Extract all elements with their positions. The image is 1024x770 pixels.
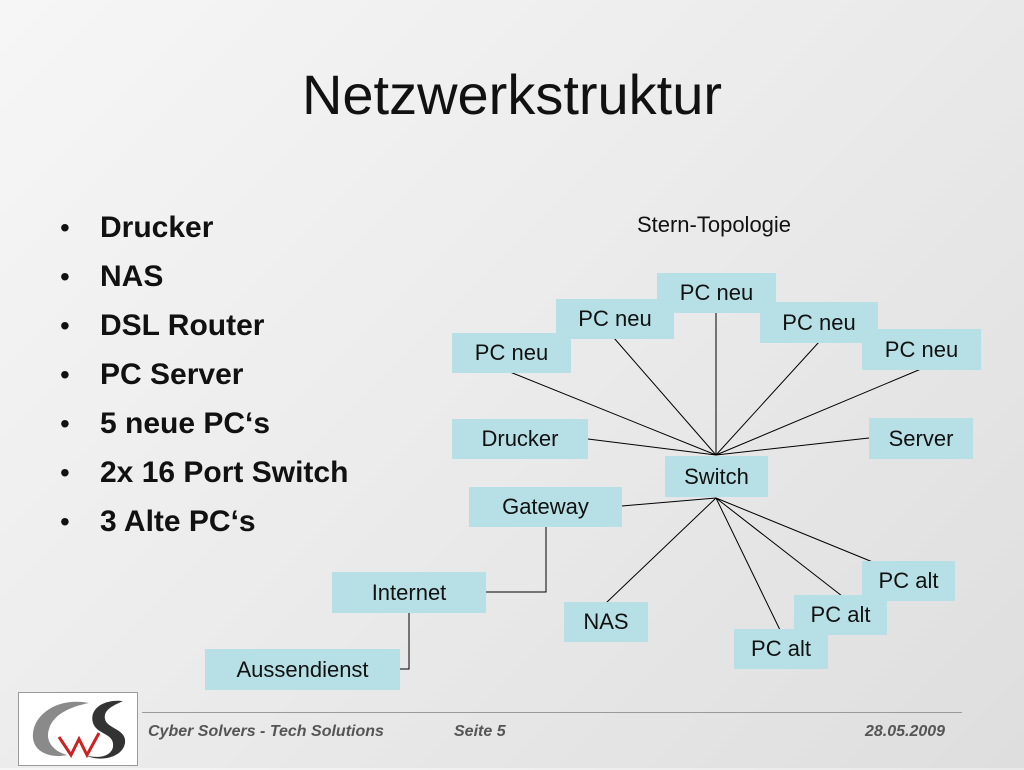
bullet-dot-icon: • — [60, 457, 70, 488]
link-switch-pc-neu-5 — [715, 368, 922, 456]
link-switch-nas — [605, 497, 717, 604]
bullet-text: NAS — [100, 260, 164, 293]
node-nas: NAS — [564, 602, 648, 642]
node-pc-alt-2: PC alt — [794, 595, 887, 635]
link-switch-pc-alt-1 — [715, 497, 781, 631]
slide-title: Netzwerkstruktur — [301, 63, 723, 126]
bullet-dot-icon: • — [60, 212, 70, 243]
bullet-item: • PC Server — [56, 355, 348, 404]
link-switch-drucker — [587, 438, 717, 456]
bullet-dot-icon: • — [60, 310, 70, 341]
node-pc-neu-3: PC neu — [657, 273, 776, 313]
bullet-item: • NAS — [56, 257, 348, 306]
link-internet-aussendienst — [400, 612, 410, 670]
bullet-item: • DSL Router — [56, 306, 348, 355]
company-logo — [18, 692, 138, 766]
bullet-text: Drucker — [100, 211, 214, 244]
footer-page-number: Seite 5 — [454, 723, 506, 740]
bullet-text: 5 neue PC‘s — [100, 407, 271, 440]
bullet-dot-icon: • — [60, 408, 70, 439]
node-server: Server — [869, 418, 973, 459]
bullet-text: DSL Router — [100, 309, 265, 342]
link-gateway-internet — [486, 527, 547, 593]
node-pc-neu-1: PC neu — [452, 333, 571, 373]
node-pc-alt-1: PC alt — [734, 629, 828, 669]
bullet-item: • 3 Alte PC‘s — [56, 502, 348, 551]
link-switch-pc-neu-1 — [509, 371, 717, 456]
bullet-item: • 5 neue PC‘s — [56, 404, 348, 453]
bullet-item: • 2x 16 Port Switch — [56, 453, 348, 502]
link-switch-pc-neu-2 — [613, 337, 717, 456]
link-switch-pc-alt-3 — [715, 497, 881, 566]
node-gateway: Gateway — [469, 487, 622, 527]
node-switch: Switch — [665, 456, 768, 497]
link-switch-server — [715, 437, 870, 456]
link-switch-pc-alt-2 — [715, 497, 843, 597]
footer-date: 28.05.2009 — [865, 723, 946, 740]
node-pc-neu-5: PC neu — [862, 329, 981, 370]
node-pc-neu-2: PC neu — [556, 299, 674, 339]
bullet-text: 3 Alte PC‘s — [100, 505, 256, 538]
bullet-dot-icon: • — [60, 506, 70, 537]
bullet-list: • Drucker • NAS • DSL Router • PC Server • 5 … — [56, 208, 348, 551]
node-internet: Internet — [332, 572, 486, 613]
node-aussendienst: Aussendienst — [205, 649, 400, 690]
node-pc-alt-3: PC alt — [862, 561, 955, 601]
link-switch-gateway — [621, 497, 717, 507]
bullet-dot-icon: • — [60, 261, 70, 292]
bullet-dot-icon: • — [60, 359, 70, 390]
diagram-title: Stern-Topologie — [636, 212, 792, 237]
bullet-text: PC Server — [100, 358, 244, 391]
footer-company: Cyber Solvers - Tech Solutions — [148, 723, 384, 740]
node-drucker: Drucker — [452, 419, 588, 459]
node-pc-neu-4: PC neu — [760, 302, 878, 343]
footer-divider — [142, 712, 962, 713]
bullet-text: 2x 16 Port Switch — [100, 456, 349, 489]
bullet-item: • Drucker — [56, 208, 348, 257]
link-switch-pc-neu-4 — [715, 341, 820, 456]
